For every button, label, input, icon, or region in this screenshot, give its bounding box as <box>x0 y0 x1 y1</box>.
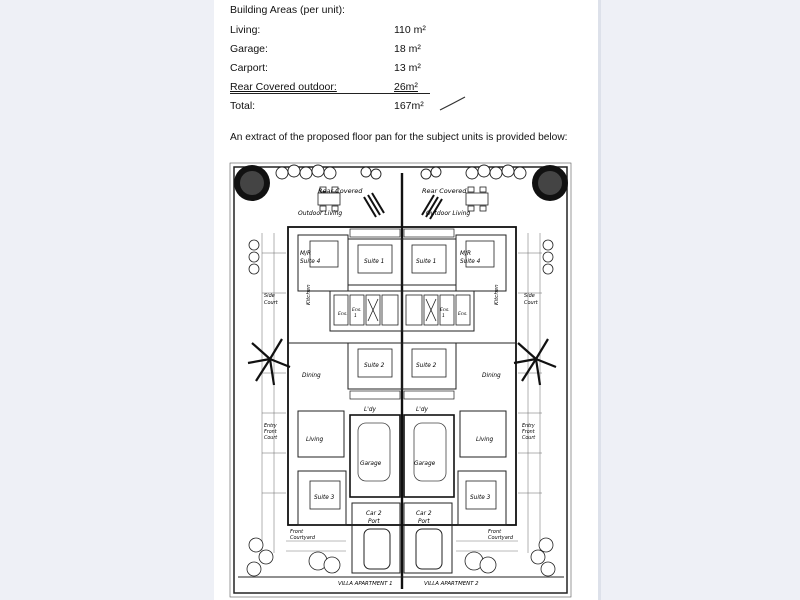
suite1-label-right: Suite 1 <box>416 259 436 265</box>
kitchen-label-left: Kitchen <box>306 284 312 305</box>
ens1-label-right-2: 1 <box>442 313 445 319</box>
tree-top-right-inner <box>538 171 562 195</box>
top-hedge <box>275 164 527 180</box>
loungers <box>363 192 443 220</box>
area-label-carport: Carport: <box>230 62 268 74</box>
cars <box>357 422 447 482</box>
site-boundary <box>233 166 568 594</box>
beds <box>309 240 497 510</box>
area-label-living: Living: <box>230 24 261 36</box>
suite2-label-left: Suite 2 <box>364 363 385 369</box>
palm-right <box>513 338 557 386</box>
side-court-left-2: Court <box>264 300 279 306</box>
outdoor-living-right: Outdoor Living <box>426 210 470 217</box>
area-value-garage: 18 m² <box>394 43 421 55</box>
outdoor-furniture <box>317 186 489 212</box>
dining-label-left: Dining <box>302 373 321 379</box>
intro-text: An extract of the proposed floor pan for… <box>230 132 568 143</box>
bathroom-fixtures <box>333 294 471 326</box>
carport-label-right-1: Car 2 <box>416 511 432 517</box>
area-value-living: 110 m² <box>394 24 426 36</box>
floor-plan: Rear Covered Rear Covered Outdoor Living… <box>229 162 572 598</box>
front-courtyard-left-1: Front <box>290 529 304 535</box>
entry-court-right-3: Court <box>522 435 536 441</box>
area-label-total: Total: <box>230 100 256 112</box>
palm-left <box>247 338 291 386</box>
ldy-label-left: L'dy <box>364 407 377 413</box>
entry-court-left-2: Front <box>264 429 278 435</box>
tick-mark <box>439 96 466 111</box>
area-label-rear-covered: Rear Covered outdoor: <box>230 81 337 93</box>
site-boundary-outer <box>229 162 572 598</box>
suite4-label-left: Suite 4 <box>300 259 321 265</box>
interior-walls <box>288 234 516 526</box>
ens1-label-left-1: Ens. <box>352 307 362 313</box>
ldy-label-right: L'dy <box>416 407 429 413</box>
garages <box>349 414 455 498</box>
side-court-right-2: Court <box>524 300 539 306</box>
document-page: Building Areas (per unit): Living: 110 m… <box>214 0 598 600</box>
garage-label-right: Garage <box>414 461 436 467</box>
rear-covered-right: Rear Covered <box>422 187 467 195</box>
outdoor-living-left: Outdoor Living <box>298 210 342 217</box>
side-shrubs <box>246 239 556 577</box>
front-courtyard-left-2: Courtyard <box>290 535 316 541</box>
area-value-carport: 13 m² <box>394 62 421 74</box>
ens-label-left-a: Ens. <box>338 311 348 317</box>
ens1-label-right-1: Ens. <box>440 307 450 313</box>
villa2-label: VILLA APARTMENT 2 <box>424 581 479 587</box>
suite3-label-left: Suite 3 <box>314 495 335 501</box>
ens-label-right-a: Ens. <box>458 311 468 317</box>
suite1-label-left: Suite 1 <box>364 259 384 265</box>
entry-court-right-2: Front <box>522 429 536 435</box>
kitchen-label-right: Kitchen <box>494 284 500 305</box>
suite4-label-right: Suite 4 <box>460 259 481 265</box>
ens1-label-left-2: 1 <box>354 313 357 319</box>
area-value-rear-covered: 26m² <box>394 81 418 93</box>
entry-court-left-1: Entry <box>264 423 277 429</box>
area-value-total: 167m² <box>394 100 424 112</box>
dining-label-right: Dining <box>482 373 501 379</box>
rear-covered-left: Rear Covered <box>318 187 363 195</box>
front-courtyard-right-2: Courtyard <box>488 535 514 541</box>
side-court-right-1: Side <box>524 293 535 299</box>
front-courtyard-right-1: Front <box>488 529 502 535</box>
entry-court-right-1: Entry <box>522 423 535 429</box>
carport-label-left-2: Port <box>368 519 380 525</box>
sum-rule <box>230 93 430 94</box>
page-edge <box>598 0 601 600</box>
side-paving <box>261 233 542 553</box>
living-label-right: Living <box>476 437 494 443</box>
area-label-garage: Garage: <box>230 43 268 55</box>
mr-label-right: M/R <box>460 251 471 257</box>
suite3-label-right: Suite 3 <box>470 495 491 501</box>
side-court-left-1: Side <box>264 293 275 299</box>
carport-label-left-1: Car 2 <box>366 511 382 517</box>
living-label-left: Living <box>306 437 324 443</box>
villa1-label: VILLA APARTMENT 1 <box>338 581 393 587</box>
suite2-label-right: Suite 2 <box>416 363 437 369</box>
garage-label-left: Garage <box>360 461 382 467</box>
carport-label-right-2: Port <box>418 519 430 525</box>
building-areas-heading: Building Areas (per unit): <box>230 4 345 16</box>
carports <box>351 502 453 574</box>
mr-label-left: M/R <box>300 251 311 257</box>
wardrobes <box>349 228 455 400</box>
front-paving <box>286 540 518 552</box>
tree-top-left-inner <box>240 171 264 195</box>
entry-court-left-3: Court <box>264 435 278 441</box>
